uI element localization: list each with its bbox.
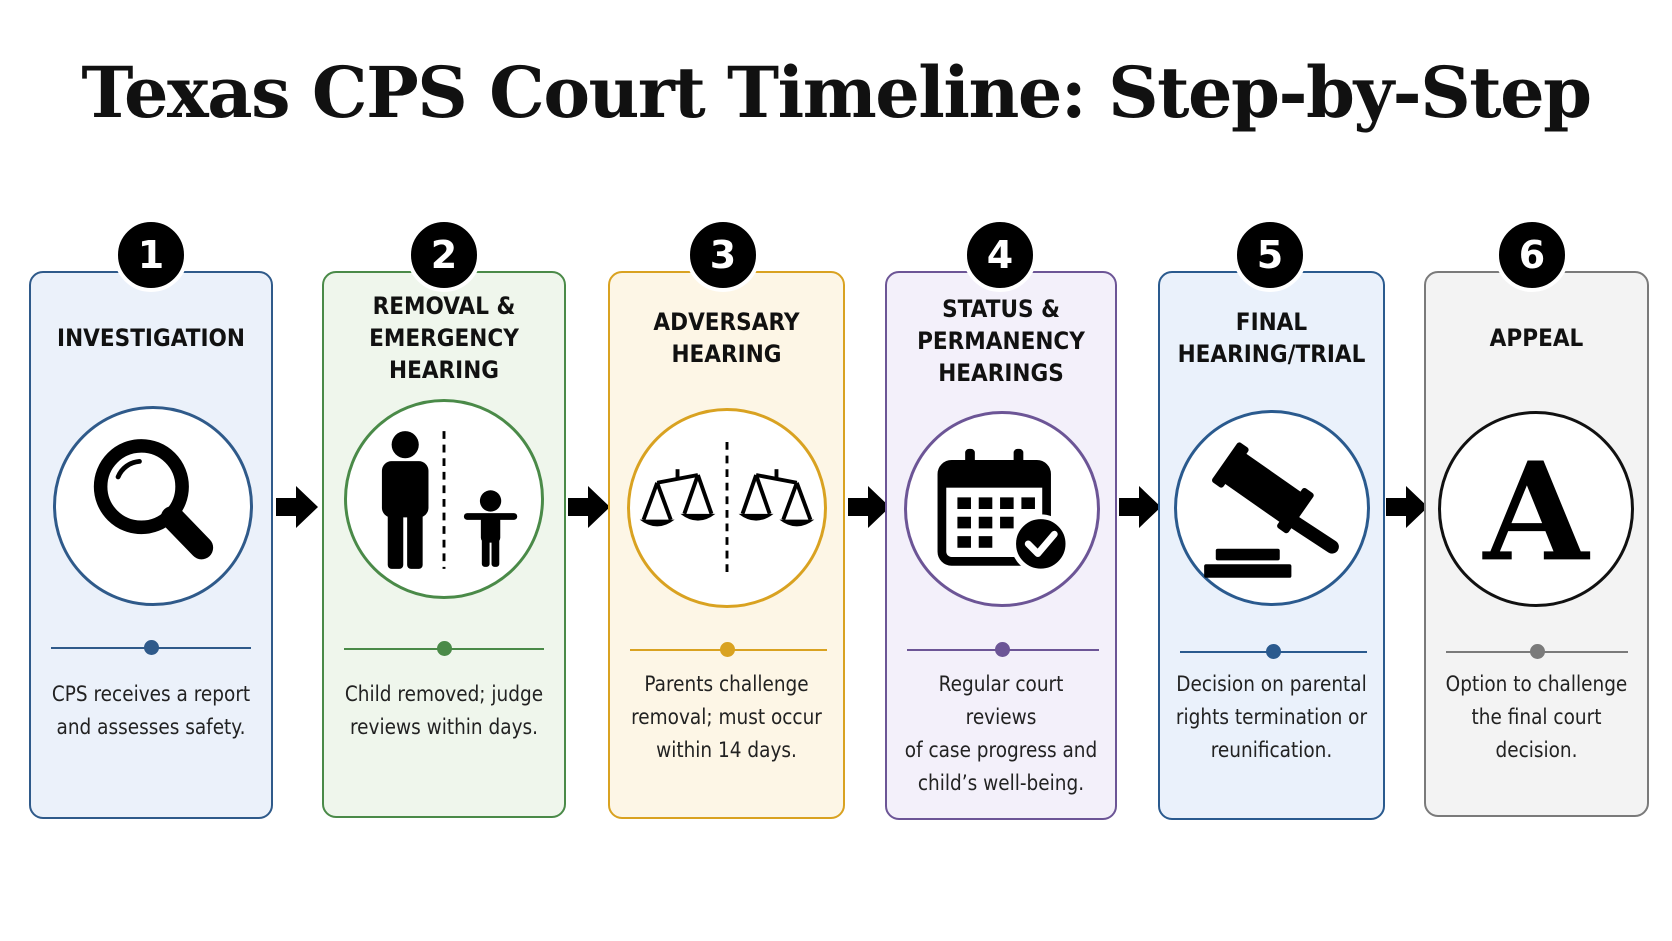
icon-ring: A bbox=[1438, 411, 1634, 607]
step-heading: APPEAL bbox=[1489, 324, 1584, 352]
divider-dot bbox=[995, 642, 1010, 657]
step-number-badge: 6 bbox=[1495, 218, 1569, 292]
icon-ring bbox=[904, 411, 1100, 607]
step-card: REMOVAL & EMERGENCY HEARING Child remove… bbox=[322, 271, 566, 818]
icon-ring bbox=[344, 399, 544, 599]
step-heading: REMOVAL & EMERGENCY HEARING bbox=[369, 292, 519, 384]
divider-dot bbox=[1530, 644, 1545, 659]
step-number-badge: 5 bbox=[1233, 218, 1307, 292]
calendar-check-icon bbox=[937, 448, 1071, 574]
icon-ring bbox=[1174, 410, 1370, 606]
divider-dot bbox=[720, 642, 735, 657]
step-card: FINAL HEARING/TRIAL Decision on parental… bbox=[1158, 271, 1385, 820]
appeal-letter: A bbox=[1481, 433, 1590, 592]
step-card: INVESTIGATION CPS receives a report and … bbox=[29, 271, 273, 819]
icon-ring bbox=[627, 408, 827, 608]
page-title: Texas CPS Court Timeline: Step-by-Step bbox=[81, 51, 1592, 134]
step-heading: STATUS & PERMANENCY HEARINGS bbox=[917, 295, 1085, 387]
step-description: Parents challenge removal; must occur wi… bbox=[631, 672, 822, 762]
divider-dot bbox=[437, 641, 452, 656]
step-description: Decision on parental rights termination … bbox=[1175, 672, 1368, 762]
step-number-badge: 4 bbox=[963, 218, 1037, 292]
step-description: Regular court reviews of case progress a… bbox=[904, 672, 1098, 795]
magnifying-glass-icon bbox=[93, 439, 214, 560]
adult-child-separation-icon bbox=[381, 431, 518, 569]
step-number-badge: 2 bbox=[407, 218, 481, 292]
step-description: Child removed; judge reviews within days… bbox=[344, 682, 544, 739]
icon-ring bbox=[53, 406, 253, 606]
right-arrow-icon bbox=[1386, 486, 1428, 528]
divider-dot bbox=[144, 640, 159, 655]
right-arrow-icon bbox=[568, 486, 610, 528]
right-arrow-icon bbox=[276, 486, 318, 528]
step-description: Option to challenge the final court deci… bbox=[1445, 672, 1628, 762]
step-description: CPS receives a report and assesses safet… bbox=[51, 682, 251, 739]
step-heading: FINAL HEARING/TRIAL bbox=[1177, 308, 1366, 368]
right-arrow-icon bbox=[848, 486, 890, 528]
letter-a-icon: A bbox=[1481, 433, 1590, 592]
divider-dot bbox=[1266, 644, 1281, 659]
gavel-icon bbox=[1204, 442, 1339, 578]
step-number-badge: 1 bbox=[114, 218, 188, 292]
step-card: STATUS & PERMANENCY HEARINGS Regular cou… bbox=[885, 271, 1117, 820]
step-number-badge: 3 bbox=[686, 218, 760, 292]
scales-of-justice-icon bbox=[639, 442, 815, 576]
step-card: APPEAL A Option to challenge the final c… bbox=[1424, 271, 1649, 817]
step-heading: ADVERSARY HEARING bbox=[653, 308, 800, 368]
right-arrow-icon bbox=[1119, 486, 1161, 528]
step-card: ADVERSARY HEARING bbox=[608, 271, 845, 819]
step-heading: INVESTIGATION bbox=[57, 324, 245, 352]
